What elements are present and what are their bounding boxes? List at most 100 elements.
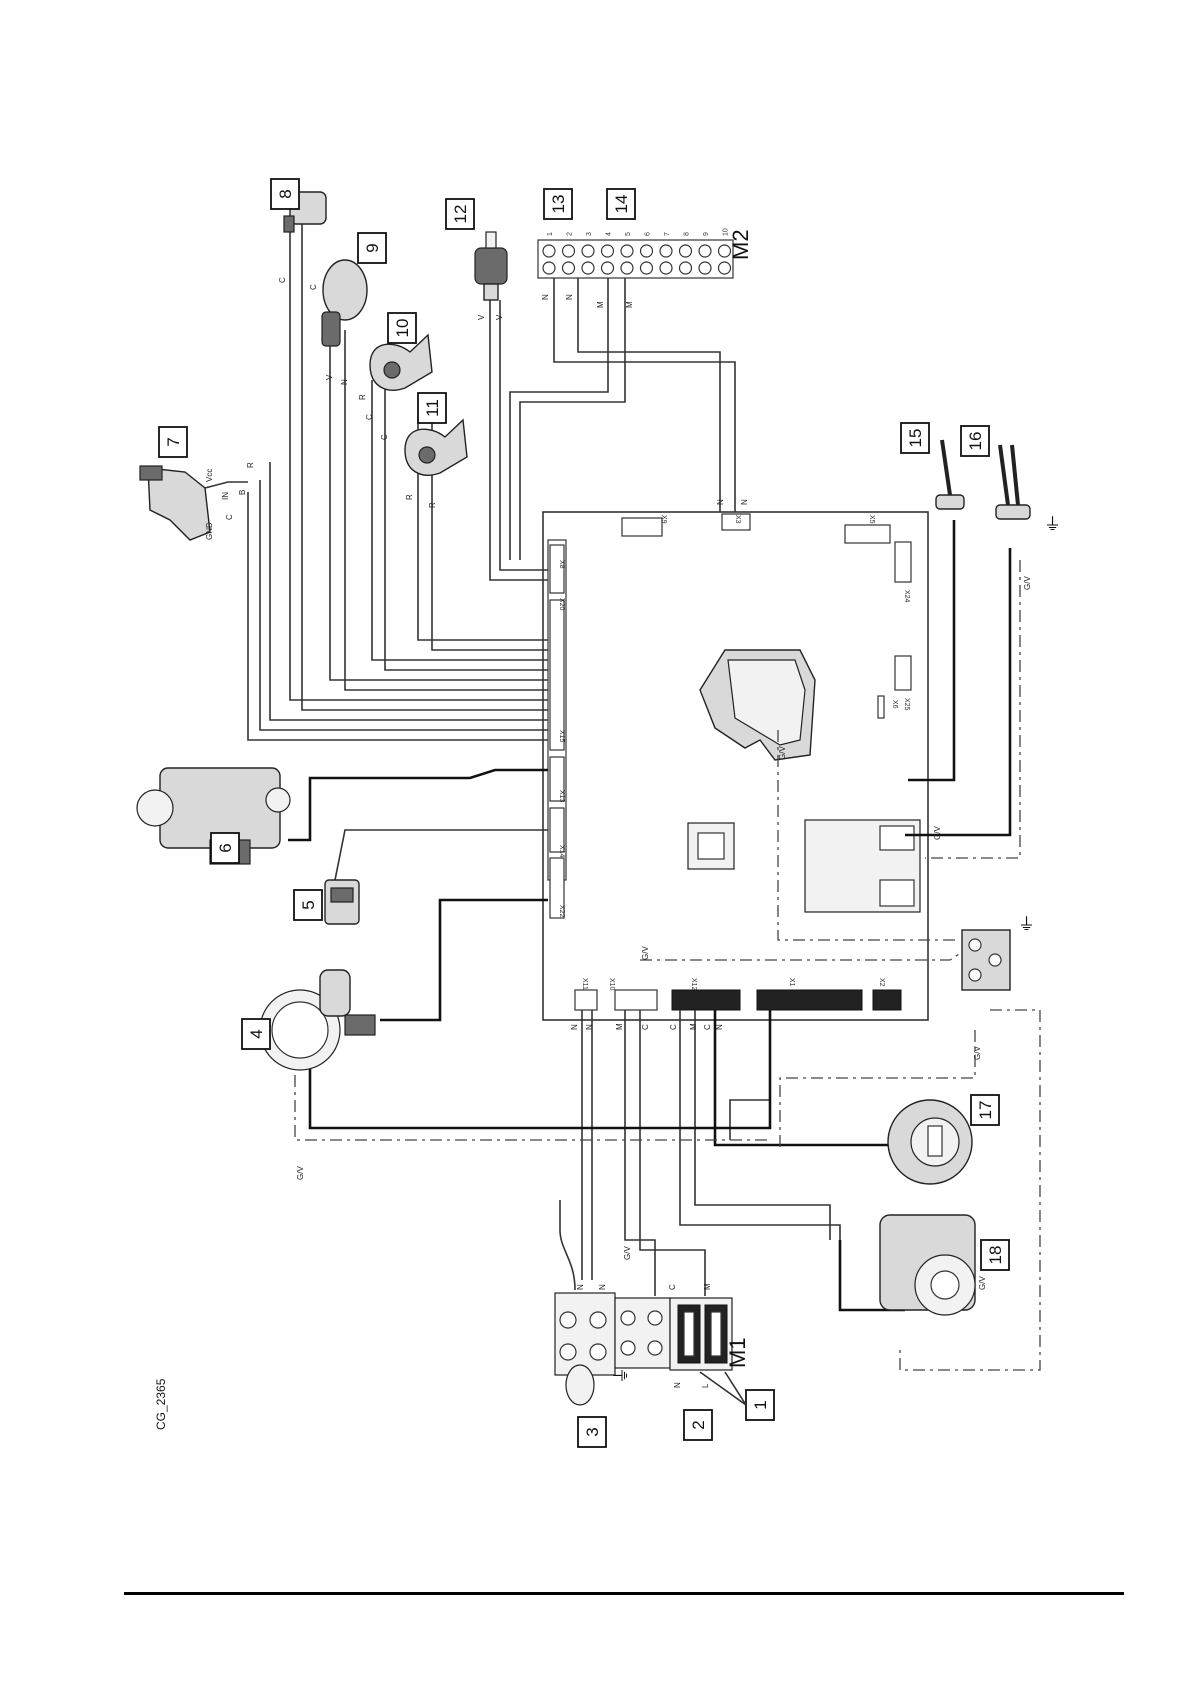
label-8-c: C [278,277,287,283]
component-17-diverter-motor [887,1099,973,1185]
label-x3: X3 [734,515,741,524]
wire-15 [908,520,956,782]
board-earth-terminal: ⏚ [961,915,1035,991]
wire-7-b [259,480,548,731]
fan-connector [344,1014,376,1036]
connector-x11 [574,989,598,1011]
wire-4-return [308,1010,772,1130]
m2-pin-number: 1 [547,232,554,236]
wire-12-v [489,300,548,581]
m1-screw [647,1340,663,1356]
label-7-gnd: GND [205,522,214,540]
callout-number-11: 11 [423,399,442,417]
label-12-v2: V [495,314,504,320]
m2-screw [542,244,556,258]
callout-number-16: 16 [966,432,985,451]
m2-screw [561,244,576,258]
label-pump-m: M [689,1023,698,1030]
m2-label: M2 [728,229,753,260]
gas-valve-inlet [136,789,174,827]
ntc-tip [283,215,295,233]
hall-wire-vcc [204,481,248,489]
thermostat-terminal [330,887,354,903]
connector-x5 [844,524,891,544]
label-10-r: R [358,394,367,400]
jumper-x6 [877,695,885,719]
m2-screw [600,261,615,275]
callout-number-2: 2 [689,1420,708,1429]
callout-number-8: 8 [276,189,295,198]
callout-number-14: 14 [612,195,631,214]
wire-16 [905,548,1012,837]
wire-11-r1 [417,420,548,641]
label-7-r: R [246,462,255,468]
wiring [247,220,1041,1371]
wire-bus-c [639,1010,706,1296]
callout-number-7: 7 [164,437,183,446]
component-18-pump [879,1214,976,1316]
callout-number-3: 3 [583,1427,602,1436]
m1-clamp-screw [559,1311,577,1329]
pressure-sensor-port [321,311,341,347]
wire-18 [838,1240,905,1312]
connector-x22 [549,857,565,919]
m1-cable-clamp [554,1292,616,1376]
m1-screw [620,1310,636,1326]
label-9-n: N [340,379,349,385]
label-x15: X15 [558,730,565,743]
callout-number-10: 10 [393,319,412,338]
callout-box-12 [445,198,475,230]
m2-screw [600,244,615,258]
label-11-r1: R [405,494,414,500]
m2-pin-number: 7 [664,232,671,236]
wire-9-v [329,330,548,681]
callout-number-18: 18 [986,1246,1005,1265]
m2-screw [698,261,712,275]
callout-number-13: 13 [549,195,568,214]
m2-pin-number: 8 [684,232,691,236]
transformer-core [697,832,725,860]
label-x1: X1 [788,978,795,987]
label-m1-m: M [703,1283,712,1290]
m2-screw [542,261,556,275]
component-5-thermostat [324,879,360,925]
flow-switch-stem [483,283,499,301]
label-gv-6: G/V [933,826,942,840]
electrode-16-earth-icon: ⏚ [1044,515,1061,534]
flow-switch-tip [485,231,497,249]
m1-fuse-n-window [683,1311,695,1357]
wire-8-c1 [289,220,548,701]
m1-n-label: N [673,1382,682,1388]
diverter-motor-window [927,1125,943,1157]
connector-x1 [756,989,863,1011]
label-pump-c2: C [703,1024,712,1030]
label-board-n1: N [716,499,725,505]
m2-screw [581,261,595,275]
m1-label: M1 [725,1337,750,1368]
component-11-ntc-clip [404,418,468,476]
label-x22: X22 [558,905,565,918]
label-x25: X25 [903,698,910,711]
callout-box-14 [606,188,636,220]
m2-screw [717,244,732,258]
wire-m2-1 [553,278,736,512]
board-outline [542,511,929,1021]
m1-clamp-screw [559,1343,577,1361]
callout-box-18 [980,1239,1010,1271]
wire-6 [288,768,548,842]
m2-screw [639,244,654,258]
connector-x12 [671,989,741,1011]
m2-pin-number: 3 [586,232,593,236]
m2-pin-number: 4 [606,232,613,236]
label-board-n2: N [740,499,749,505]
callout-box-9 [357,232,387,264]
m1-clamp-screw [589,1343,607,1361]
earth-terminal-icon: ⏚ [1018,915,1035,934]
callout-box-10 [387,312,417,344]
earth-terminal-screw [968,938,982,952]
m2-pin-number: 10 [723,228,730,236]
label-7-b: B [238,490,247,495]
label-9-c: C [309,284,318,290]
